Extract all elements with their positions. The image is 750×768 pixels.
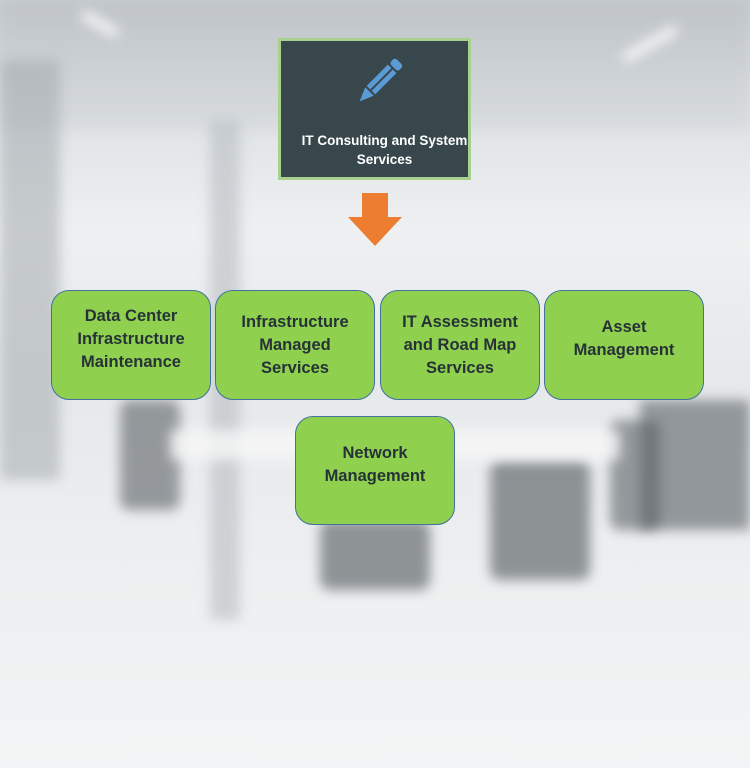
service-label: Data Center Infrastructure Maintenance [77, 306, 185, 371]
service-label: Asset Management [573, 318, 675, 359]
pencil-icon [359, 58, 403, 102]
top-node: IT Consulting and System Services [278, 38, 471, 180]
service-label: Network Management [324, 443, 426, 485]
down-arrow-icon [348, 193, 402, 246]
service-node-data-center: Data Center Infrastructure Maintenance [51, 290, 211, 400]
chair [320, 520, 430, 590]
service-node-network-management: Network Management [295, 416, 455, 525]
service-node-it-assessment: IT Assessment and Road Map Services [380, 290, 540, 400]
chair [490, 460, 590, 580]
service-node-infrastructure-managed: Infrastructure Managed Services [215, 290, 375, 400]
window-frame [0, 60, 60, 480]
service-label: Infrastructure Managed Services [241, 312, 349, 377]
service-label: IT Assessment and Road Map Services [402, 312, 518, 377]
service-node-asset-management: Asset Management [544, 290, 704, 400]
top-node-label: IT Consulting and System Services [301, 133, 468, 167]
